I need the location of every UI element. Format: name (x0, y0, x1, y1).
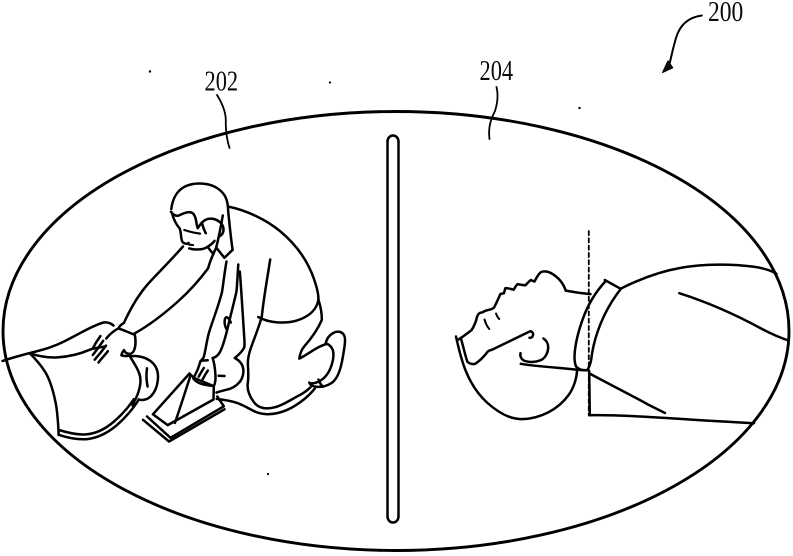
svg-text:202: 202 (205, 66, 239, 97)
svg-text:200: 200 (708, 0, 743, 27)
svg-text:204: 204 (480, 56, 514, 87)
